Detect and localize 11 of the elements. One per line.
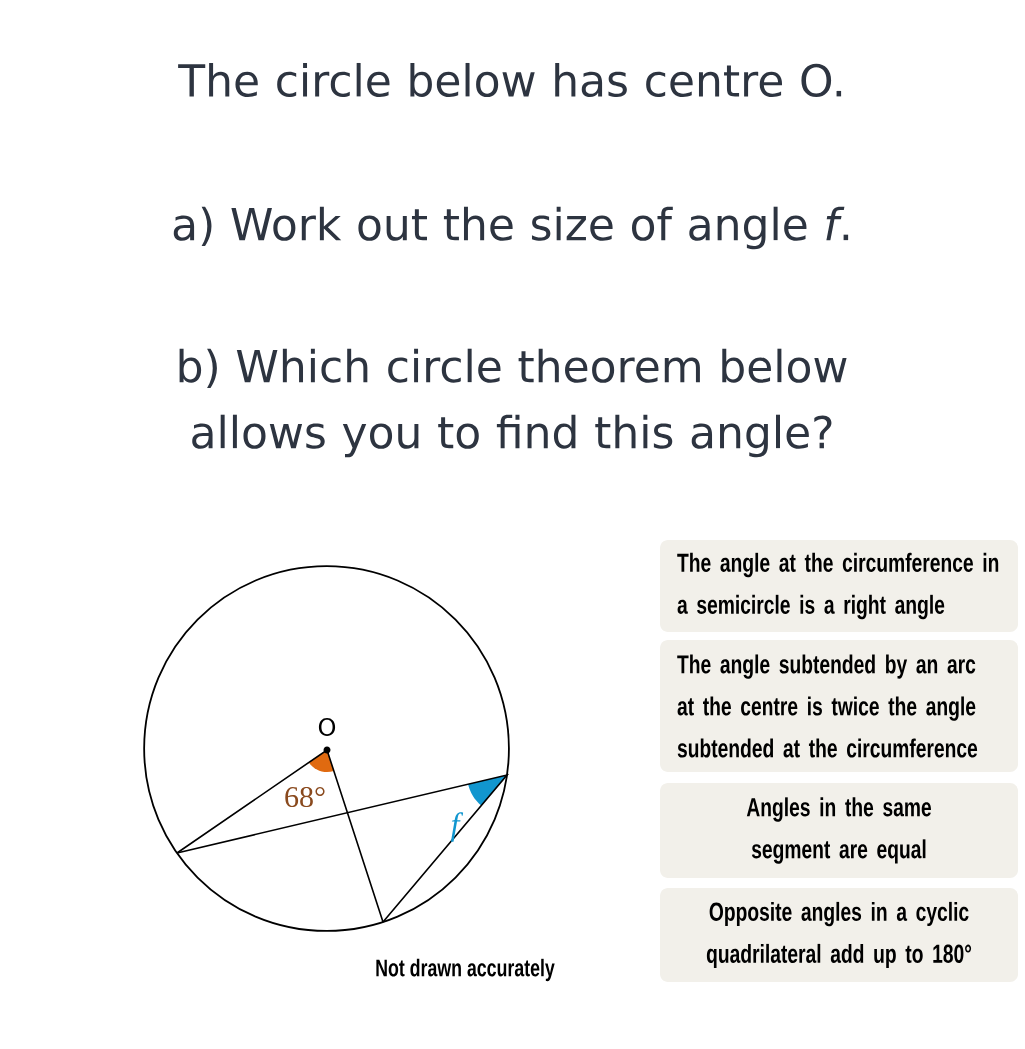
question-text: The circle below has centre O.	[178, 62, 842, 97]
question-text: a) Work out the size of angle f.	[173, 206, 849, 250]
note-text: Not drawn accurately	[376, 958, 555, 982]
angle-label: 68°	[285, 786, 325, 808]
theorem-card: The angle at the circumference in a semicircle is a right angle	[660, 540, 1018, 632]
point-label: O	[318, 717, 336, 737]
question-text: b) Which circle theorem below allows you to find this angle?	[179, 348, 847, 458]
theorem-card: The angle subtended by an arc at the centre is twice the angle subtended at the circumference	[660, 640, 1018, 772]
theorem-card: Opposite angles in a cyclic quadrilateral add up to 180°	[660, 888, 1018, 982]
theorem-card: Angles in the same segment are equal	[660, 783, 1018, 878]
angle-label: f	[450, 812, 464, 842]
